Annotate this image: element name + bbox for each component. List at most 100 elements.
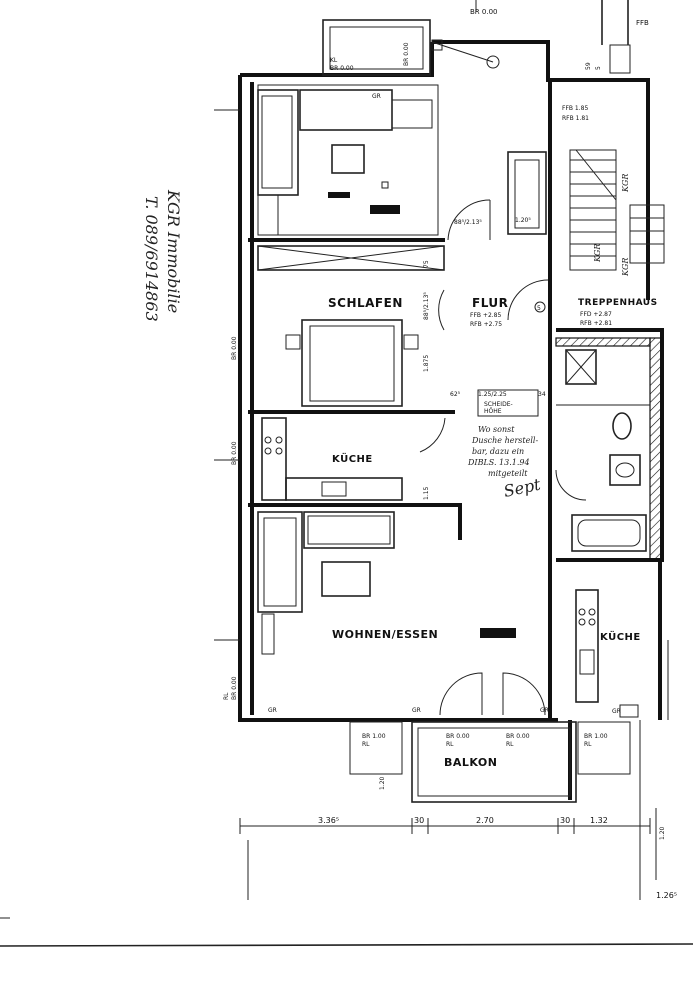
- label-rfb-top: RFB 1.81: [562, 115, 589, 122]
- redaction-3: [480, 628, 516, 638]
- stove-neighbor-icon: [578, 608, 586, 616]
- note-line-2: Dusche herstell-: [471, 436, 538, 445]
- stairwell: FFB 1.85 RFB 1.81 KGR KGR KGR TREPPENHAU…: [562, 105, 665, 327]
- label-br000-left-3: BR 0.00: [231, 676, 238, 700]
- table-icon: [331, 144, 365, 174]
- room-label-schlafen: SCHLAFEN: [328, 296, 403, 310]
- bathtub-icon: [571, 514, 647, 552]
- dim-30b: 30: [560, 816, 570, 825]
- label-scheide-1: SCHEIDE-: [484, 401, 513, 408]
- top-right-corner: FFB 59 5: [585, 0, 649, 74]
- wardrobe-icon: [257, 245, 445, 271]
- redaction-2: [370, 205, 400, 214]
- label-br000-balc-1: BR 0.00: [446, 733, 470, 740]
- label-ffd-stair: FFD +2.87: [580, 311, 612, 318]
- dim-125: 1.25/2.25: [478, 391, 507, 398]
- handwritten-note: Wo sonst Dusche herstell- bar, dazu ein …: [467, 425, 543, 501]
- washbasin-icon: [609, 454, 641, 486]
- hw-kgr-1: KGR: [621, 174, 630, 193]
- agent-contact-handwriting: KGR Immobilie T. 089/6914863: [142, 189, 183, 322]
- label-5: 5: [537, 305, 541, 312]
- sink-icon: [321, 481, 347, 497]
- top-window-box: BR 0.00 KL BR 0.00 BR 0.00: [322, 0, 500, 76]
- dim-132: 1.32: [590, 816, 608, 825]
- dim-59: 59: [585, 62, 592, 70]
- label-br000-left-1: BR 0.00: [231, 336, 238, 360]
- room-label-wohnen: WOHNEN/ESSEN: [332, 628, 438, 641]
- dim-120-right: 1.20: [659, 826, 666, 840]
- dim-885-b: 88⁵/2.13⁵: [423, 292, 430, 320]
- page-edges: [0, 840, 693, 947]
- label-gr-room1: GR: [372, 93, 381, 100]
- label-br100-right: BR 1.00: [584, 733, 608, 740]
- dim-1265: 1.26⁵: [656, 891, 677, 900]
- room-flur: FLUR FFB +2.85 RFB +2.75 5 62⁵ 1.25/2.25…: [450, 279, 549, 417]
- stair-steps: [569, 149, 665, 271]
- bathroom: [555, 337, 663, 561]
- dim-75: 75: [423, 260, 430, 268]
- bed-icon: [301, 319, 403, 407]
- note-line-3: bar, dazu ein: [472, 447, 524, 456]
- agent-phone: T. 089/6914863: [142, 196, 161, 322]
- label-br100-left: BR 1.00: [362, 733, 386, 740]
- note-line-5: mitgeteilt: [488, 469, 528, 478]
- label-flur-ffb: FFB +2.85: [470, 312, 501, 319]
- room-kueche-left: KÜCHE 1.15: [261, 417, 446, 501]
- label-flur-rfb: RFB +2.75: [470, 321, 502, 328]
- dim-5: 5: [595, 66, 602, 70]
- label-scheide-2: HÖHE: [484, 408, 502, 415]
- label-rl-left: RL: [223, 692, 230, 700]
- label-rl-br: RL: [584, 741, 592, 748]
- room-label-treppenhaus: TREPPENHAUS: [578, 298, 658, 308]
- room-label-kueche-neighbor: KÜCHE: [600, 629, 641, 643]
- label-br000-kl: BR 0.00: [330, 65, 354, 72]
- label-rl-balc-1: RL: [446, 741, 454, 748]
- dim-34: 34: [538, 391, 546, 398]
- hw-kgr-3: KGR: [621, 258, 630, 277]
- entry-wardrobe: 1.20⁵ 88⁵/2.13⁵: [447, 151, 547, 241]
- dim-1875: 1.875: [423, 355, 430, 372]
- label-br000-left-2: BR 0.00: [231, 441, 238, 465]
- label-rl-bl: RL: [362, 741, 370, 748]
- label-rl-balc-2: RL: [506, 741, 514, 748]
- sideboard-icon: [303, 511, 395, 549]
- signature: Sept: [502, 474, 543, 500]
- label-gr-wohn-2: GR: [412, 707, 421, 714]
- balcony: BALKON BR 1.00 RL BR 0.00 RL BR 0.00 RL …: [349, 721, 631, 803]
- dimension-line: 3.36⁵ 30 2.70 30 1.32 1.20 1.26⁵: [239, 720, 677, 900]
- sofa-icon-living: [257, 511, 303, 613]
- dim-336: 3.36⁵: [318, 816, 339, 825]
- neighbor-kueche: KÜCHE GR: [575, 589, 669, 720]
- dim-120-balc: 1.20: [379, 776, 386, 790]
- room-top-left: GR: [257, 84, 439, 236]
- note-line-1: Wo sonst: [478, 425, 515, 434]
- note-line-4: DIBLS. 13.1.94: [467, 458, 530, 467]
- dim-30a: 30: [414, 816, 424, 825]
- label-br000-vert: BR 0.00: [403, 42, 410, 66]
- label-gr-wohn-3: GR: [540, 707, 549, 714]
- label-br000-top: BR 0.00: [470, 8, 497, 16]
- dim-270: 2.70: [476, 816, 494, 825]
- room-label-balkon: BALKON: [444, 756, 498, 769]
- room-schlafen: SCHLAFEN 1.875 88⁵/2.13⁵ 75: [257, 245, 445, 407]
- label-gr-wohn-1: GR: [268, 707, 277, 714]
- dining-table-icon: [321, 561, 371, 597]
- label-gr-neighbor: GR: [612, 708, 621, 715]
- left-window-labels: BR 0.00 BR 0.00 BR 0.00 RL: [214, 109, 240, 700]
- label-ffb-top: FFB 1.85: [562, 105, 588, 112]
- dim-1205: 1.20⁵: [515, 217, 531, 224]
- redaction-1: [328, 192, 350, 198]
- label-rfb-stair: RFB +2.81: [580, 320, 612, 327]
- counter-neighbor-icon: [575, 589, 599, 703]
- room-label-flur: FLUR: [472, 296, 508, 310]
- dim-115: 1.15: [423, 486, 430, 500]
- counter-icon: [261, 417, 287, 501]
- room-wohnen: WOHNEN/ESSEN GR GR GR: [257, 511, 549, 716]
- stove-burner-icon: [264, 436, 272, 444]
- agent-name: KGR Immobilie: [164, 189, 183, 313]
- shower-icon: [565, 349, 597, 385]
- toilet-icon: [612, 412, 632, 440]
- dim-885: 88⁵/2.13⁵: [454, 219, 482, 226]
- dim-625: 62⁵: [450, 391, 461, 398]
- label-kl: KL: [330, 57, 338, 64]
